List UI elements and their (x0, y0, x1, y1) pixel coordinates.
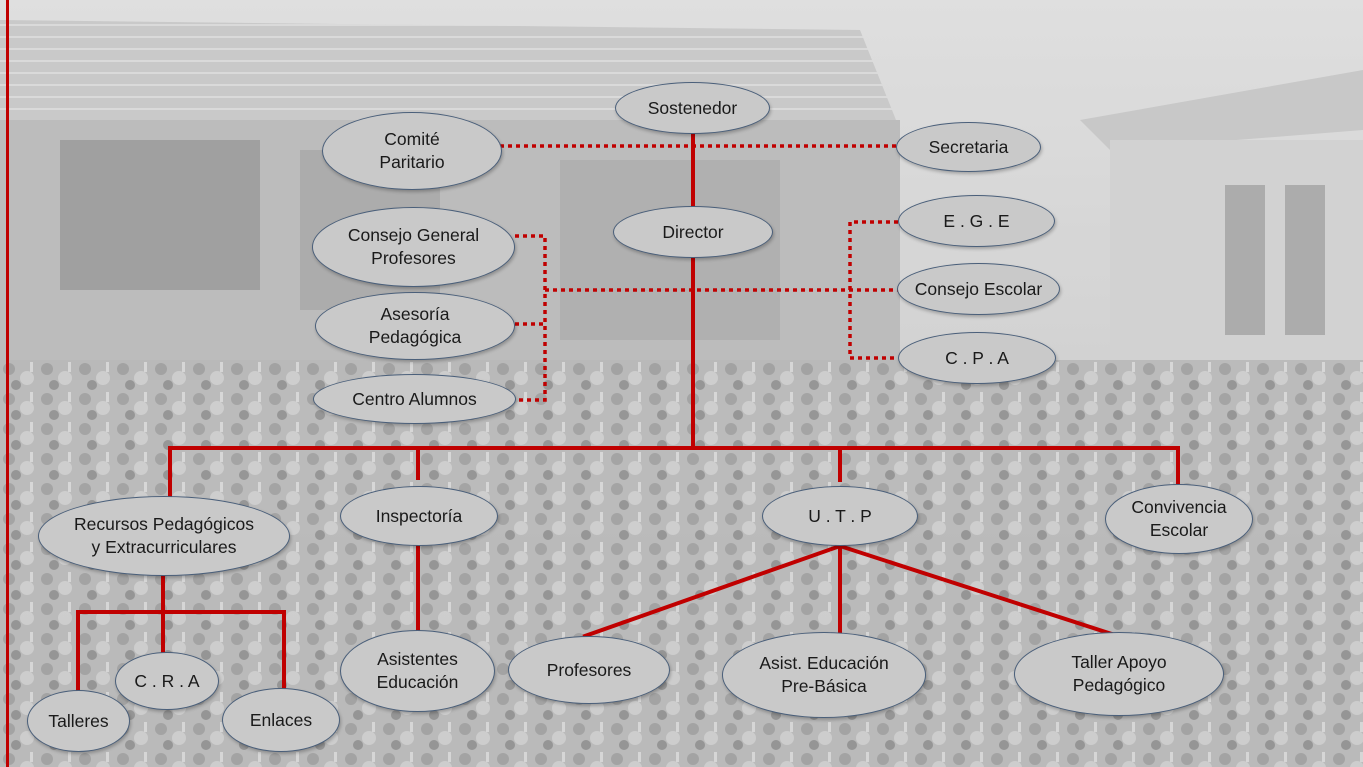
node-profesores: Profesores (508, 636, 670, 704)
node-consejo-general-profesores: Consejo General Profesores (312, 207, 515, 287)
node-asist-educacion-prebasica: Asist. Educación Pre-Básica (722, 632, 926, 718)
dotted-left-bracket (515, 234, 547, 402)
node-centro-alumnos: Centro Alumnos (313, 374, 516, 424)
node-secretaria: Secretaria (896, 122, 1041, 172)
node-inspectoria: Inspectoría (340, 486, 498, 546)
node-taller-apoyo-pedagogico: Taller Apoyo Pedagógico (1014, 632, 1224, 716)
node-director: Director (613, 206, 773, 258)
node-ege: E . G . E (898, 195, 1055, 247)
node-recursos-pedagogicos: Recursos Pedagógicos y Extracurriculares (38, 496, 290, 576)
node-convivencia-escolar: Convivencia Escolar (1105, 484, 1253, 554)
node-enlaces: Enlaces (222, 688, 340, 752)
dotted-right-bracket (848, 220, 898, 360)
node-asesoria-pedagogica: Asesoría Pedagógica (315, 292, 515, 360)
node-sostenedor: Sostenedor (615, 82, 770, 134)
node-asistentes-educacion: Asistentes Educación (340, 630, 495, 712)
line-utp-profesores (582, 543, 843, 639)
line-utp-taller (837, 543, 1121, 639)
node-utp: U . T . P (762, 486, 918, 546)
node-consejo-escolar: Consejo Escolar (897, 263, 1060, 315)
node-cpa: C . P . A (898, 332, 1056, 384)
node-comite-paritario: Comité Paritario (322, 112, 502, 190)
left-accent-bar (6, 0, 9, 767)
node-talleres: Talleres (27, 690, 130, 752)
node-cra: C . R . A (115, 652, 219, 710)
